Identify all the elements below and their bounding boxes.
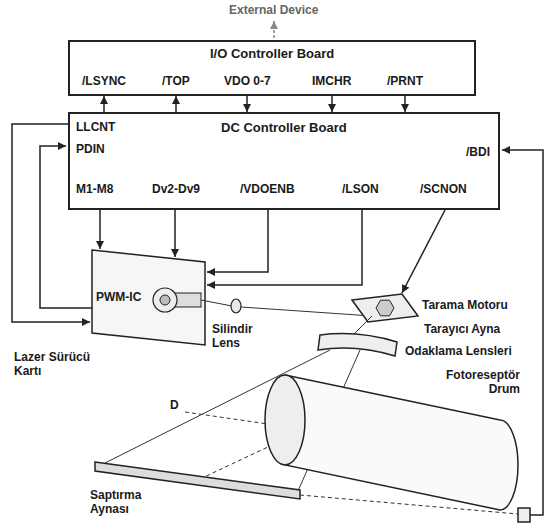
external-device-label: External Device [229,3,318,17]
scnon-wire [402,210,445,293]
signal-name: /SCNON [420,182,467,196]
bd-sensor [518,508,530,522]
scan-motor [352,294,418,322]
signal-name: Dv2-Dv9 [152,182,200,196]
signal-arrow [404,96,406,112]
cylinder-lens [231,299,241,313]
reflected-beam [200,446,270,479]
laser-driver-label: Lazer Sürücü Kartı [14,350,104,378]
fold-mirror-label: Saptırma Aynası [90,488,165,516]
laser-diode [153,288,177,312]
laser-beam [201,300,232,306]
io-controller-board: I/O Controller Board/LSYNC/TOP VDO 0-7 IMC… [68,40,476,96]
laser-driver-card [92,250,205,345]
m-wire [99,210,101,249]
signal-name: /VDOENB [240,182,295,196]
drum-end [265,375,305,465]
laser-beam [241,307,372,316]
bd-beam [300,495,518,514]
signal-arrow [246,96,248,112]
signal-name: PDIN [76,142,105,156]
point-label: D [170,398,179,412]
signal-name: VDO 0-7 [224,74,271,88]
signal-name: /LSON [342,182,379,196]
scanner-mirror-label: Tarayıcı Ayna [424,322,500,336]
signal-name: LLCNT [76,120,115,134]
polygon-mirror [376,300,394,316]
cylinder-lens-label: Silindir Lens [212,322,272,350]
signal-arrow [175,96,177,112]
signal-name: /BDI [466,145,490,159]
signal-name: IMCHR [312,74,351,88]
signal-name: /PRNT [387,74,423,88]
pwm-ic-label: PWM-IC [96,290,141,304]
dv-wire [174,210,176,257]
signal-name: /LSYNC [82,74,126,88]
signal-arrow [331,96,333,112]
vdoenb-wire [207,210,268,272]
signal-name: /TOP [162,74,190,88]
drum-label: Fotoreseptör Drum [425,368,520,396]
signal-arrow [103,96,105,112]
dc-controller-board: DC Controller Board LLCNT PDIN M1-M8 Dv2-Dv9… [68,112,500,210]
lson-wire [207,210,362,285]
signal-name: M1-M8 [76,182,113,196]
scan-motor-label: Tarama Motoru [422,298,508,312]
focusing-lens-label: Odaklama Lensleri [405,344,512,358]
photoreceptor-drum [285,375,518,510]
board-title: I/O Controller Board [210,46,334,62]
scan-line [185,412,268,424]
laser-diode-core [160,295,170,305]
pdin-wire [40,146,92,308]
board-title: DC Controller Board [221,120,347,136]
focusing-lens [318,334,397,356]
external-link-arrow [273,21,275,38]
